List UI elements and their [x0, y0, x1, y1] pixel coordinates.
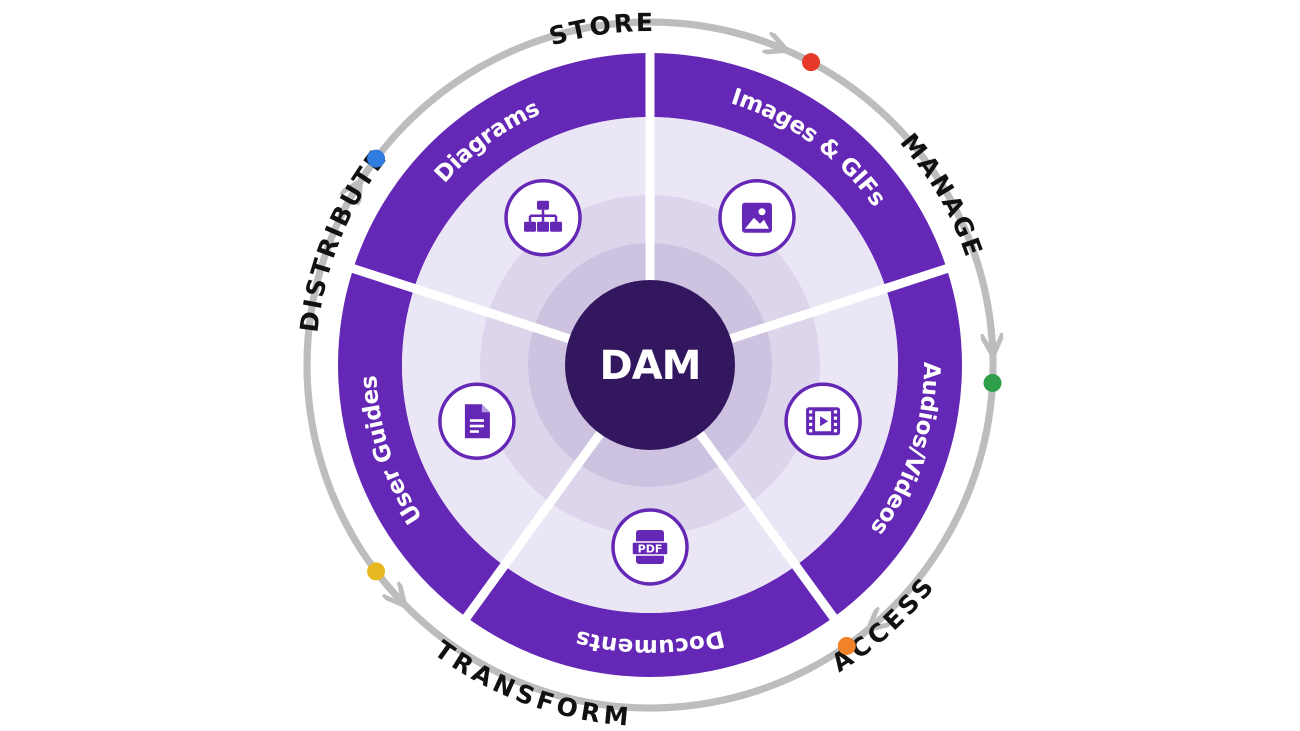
lifecycle-dot	[367, 562, 386, 581]
center-hub: DAM	[565, 280, 735, 450]
segment-divider	[461, 429, 605, 622]
video-icon	[784, 382, 862, 460]
asset-segment	[337, 268, 505, 618]
pdf-icon: PDF	[611, 508, 689, 586]
center-label: DAM	[600, 343, 701, 389]
asset-segment	[795, 268, 962, 618]
lifecycle-dot	[367, 149, 386, 168]
svg-text:PDF: PDF	[638, 543, 663, 556]
segment-dividers	[349, 51, 951, 622]
asset-segment	[466, 565, 834, 677]
document-icon	[438, 382, 516, 460]
asset-segment	[353, 53, 650, 289]
lifecycle-arrows	[303, 18, 993, 712]
lifecycle-dot	[983, 373, 1002, 392]
asset-segments	[337, 53, 962, 677]
segment-divider	[727, 263, 951, 344]
lifecycle-label: STORE	[546, 8, 656, 51]
lifecycle-dots	[367, 53, 1002, 655]
center-circle	[565, 280, 735, 450]
lifecycle-dot	[837, 636, 856, 655]
hierarchy-icon	[504, 179, 582, 257]
image-icon	[718, 179, 796, 257]
lifecycle-dot	[802, 53, 821, 72]
asset-segment	[650, 53, 947, 289]
segment-divider	[695, 429, 839, 622]
asset-icons: PDF	[438, 179, 862, 586]
segment-divider	[349, 263, 573, 344]
